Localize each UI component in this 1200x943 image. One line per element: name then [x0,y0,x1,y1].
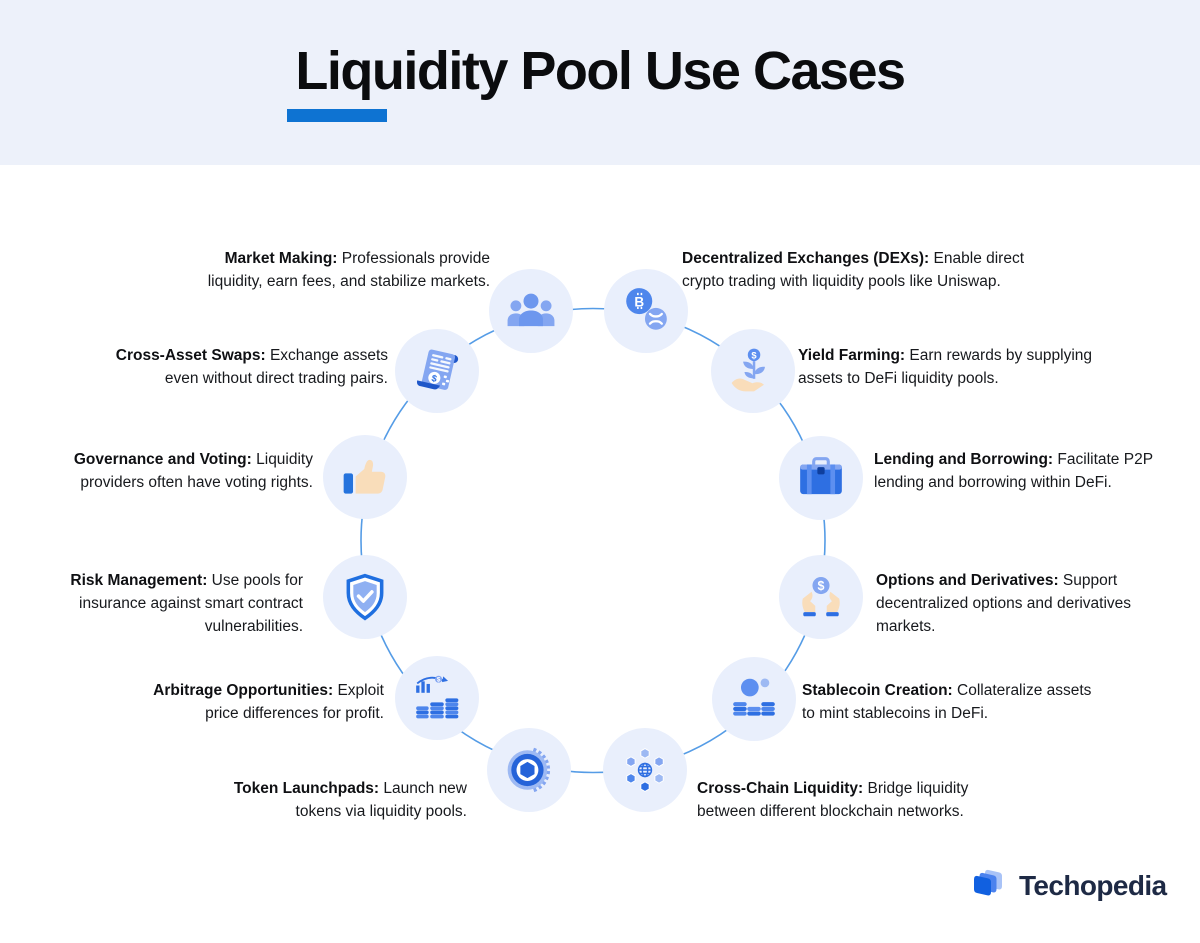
use-case-icon-stablecoin-creation [712,657,796,741]
hands-holding-coin-icon: $ [796,572,846,622]
use-case-icon-cross-chain-liquidity [603,728,687,812]
brand-name: Techopedia [1019,870,1167,901]
hexagon-token-coin-icon [504,745,554,795]
techopedia-logo-icon [971,867,1009,905]
use-case-label: Risk Management: [70,572,208,589]
use-case-text-lending-borrowing: Lending and Borrowing: Facilitate P2P le… [874,448,1172,494]
shield-check-icon [340,572,390,622]
use-case-icon-governance-voting [323,435,407,519]
use-case-icon-cross-asset-swaps: $ [395,329,479,413]
hand-plant-coin-icon: $ [728,346,778,396]
svg-text:B: B [634,294,644,309]
use-case-description: Professionals provide liquidity, earn fe… [207,250,490,290]
bitcoin-ripple-coins-icon: B [621,286,671,336]
use-case-label: Options and Derivatives: [876,572,1059,589]
svg-text:$: $ [751,351,757,361]
svg-text:$: $ [818,579,825,593]
use-case-text-risk-management: Risk Management: Use pools for insurance… [51,569,303,638]
person-coin-stacks-icon [729,674,779,724]
use-case-text-dexs: Decentralized Exchanges (DEXs): Enable d… [682,247,1054,293]
use-case-label: Token Launchpads: [233,780,380,797]
use-case-icon-lending-borrowing [779,436,863,520]
use-case-description: Bridge liquidity between different block… [697,780,969,820]
use-case-text-token-launchpads: Token Launchpads: Launch new tokens via … [215,777,467,823]
use-case-text-options-derivatives: Options and Derivatives: Support decentr… [876,569,1140,638]
use-case-label: Lending and Borrowing: [874,451,1054,468]
use-case-description: Exchange assets even without direct trad… [164,347,388,387]
use-case-label: Decentralized Exchanges (DEXs): [682,250,930,267]
use-case-icon-dexs: B [604,269,688,353]
briefcase-icon [796,453,846,503]
svg-text:$: $ [431,373,439,384]
use-case-icon-arbitrage-opportunities: $ [395,656,479,740]
use-case-icon-market-making [489,269,573,353]
use-case-label: Market Making: [224,250,338,267]
use-case-text-cross-chain-liquidity: Cross-Chain Liquidity: Bridge liquidity … [697,777,1011,823]
use-case-description: Collateralize assets to mint stablecoins… [802,682,1092,722]
use-case-label: Cross-Asset Swaps: [115,347,266,364]
use-case-label: Cross-Chain Liquidity: [697,780,864,797]
use-case-description: Support decentralized options and deriva… [876,572,1132,635]
receipt-dollar-icon: $ [412,346,462,396]
use-case-diagram: Market Making: Professionals provide liq… [0,165,1200,943]
use-case-description: Exploit price differences for profit. [205,682,384,722]
use-case-label: Stablecoin Creation: [802,682,953,699]
use-case-icon-risk-management [323,555,407,639]
coins-growth-chart-icon: $ [412,673,462,723]
svg-text:$: $ [437,677,441,684]
page-title: Liquidity Pool Use Cases [295,41,906,101]
use-case-label: Arbitrage Opportunities: [153,682,334,699]
header-banner [0,0,1200,165]
title-accent-bar [287,109,387,122]
use-case-description: Launch new tokens via liquidity pools. [295,780,467,820]
use-case-text-stablecoin-creation: Stablecoin Creation: Collateralize asset… [802,679,1094,725]
use-case-text-cross-asset-swaps: Cross-Asset Swaps: Exchange assets even … [96,344,388,390]
use-case-label: Yield Farming: [798,347,906,364]
use-case-description: Facilitate P2P lending and borrowing wit… [874,451,1153,491]
use-case-text-governance-voting: Governance and Voting: Liquidity provide… [41,448,313,494]
people-group-icon [506,286,556,336]
thumbs-up-icon [340,452,390,502]
use-case-description: Liquidity providers often have voting ri… [80,451,313,491]
use-case-text-arbitrage-opportunities: Arbitrage Opportunities: Exploit price d… [132,679,384,725]
globe-cubes-network-icon [620,745,670,795]
use-case-icon-yield-farming: $ [711,329,795,413]
use-case-text-yield-farming: Yield Farming: Earn rewards by supplying… [798,344,1128,390]
use-case-description: Enable direct crypto trading with liquid… [682,250,1025,290]
use-case-description: Earn rewards by supplying assets to DeFi… [798,347,1093,387]
use-case-label: Governance and Voting: [73,451,252,468]
use-case-icon-token-launchpads [487,728,571,812]
brand-footer: Techopedia [971,864,1167,908]
use-case-text-market-making: Market Making: Professionals provide liq… [168,247,490,293]
use-case-description: Use pools for insurance against smart co… [79,572,303,635]
use-case-icon-options-derivatives: $ [779,555,863,639]
